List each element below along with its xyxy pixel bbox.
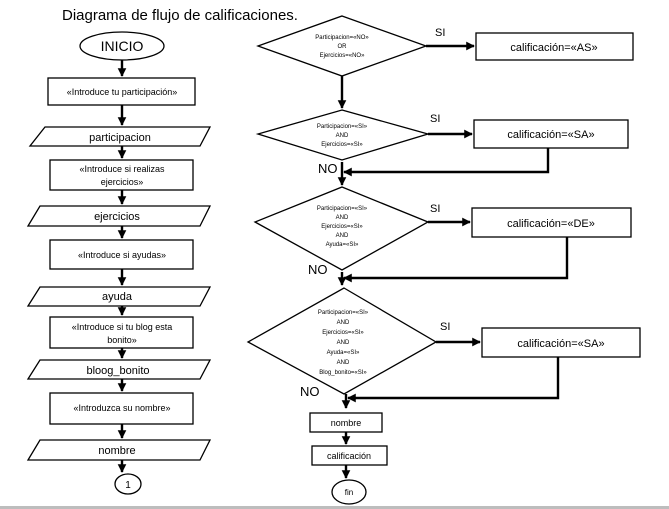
decision-3-no-label: NO — [308, 262, 328, 277]
prompt-participacion-label: «Introduce tu participación» — [67, 87, 178, 97]
decision-3-line-5: Ayuda=«SI» — [326, 242, 359, 248]
decision-4-line-5: Ayuda=«SI» — [327, 350, 360, 356]
left-column: INICIO «Introduce tu participación» part… — [26, 31, 212, 495]
result-3: calificación=«DE» — [471, 207, 632, 238]
decision-3-line-2: AND — [336, 215, 349, 221]
decision-1-yes-label: SI — [435, 27, 445, 39]
input-ejercicios: ejercicios — [26, 205, 212, 227]
connector-1-label: 1 — [125, 480, 131, 491]
start-label: INICIO — [101, 38, 144, 54]
prompt-ayudas-label: «Introduce si ayudas» — [78, 250, 166, 260]
decision-2-yes-label: SI — [430, 113, 440, 125]
decision-2: Participacion=«SI» AND Ejercicios=«SI» — [255, 109, 431, 161]
decision-4-no-label: NO — [300, 384, 320, 399]
prompt-ejercicios: «Introduce si realizas ejercicios» — [49, 159, 194, 191]
prompt-ejercicios-line-1: «Introduce si realizas — [79, 164, 165, 174]
prompt-blog-line-1: «Introduce si tu blog esta — [72, 322, 173, 332]
input-ejercicios-label: ejercicios — [94, 211, 140, 223]
prompt-nombre: «Introduzca su nombre» — [49, 392, 194, 425]
input-nombre: nombre — [26, 439, 212, 461]
prompt-blog-line-2: bonito» — [107, 335, 137, 345]
input-nombre-label: nombre — [98, 445, 135, 457]
edge-result4-return — [347, 357, 560, 403]
prompt-nombre-label: «Introduzca su nombre» — [73, 403, 170, 413]
result-1-label: calificación=«AS» — [510, 42, 597, 54]
decision-1: Participacion=«NO» OR Ejercicios=«NO» — [256, 15, 428, 77]
output-calificacion-label: calificación — [327, 451, 371, 461]
decision-3-yes-label: SI — [430, 203, 440, 215]
result-3-label: calificación=«DE» — [507, 218, 595, 230]
decision-4-yes-label: SI — [440, 321, 450, 333]
output-calificacion: calificación — [311, 445, 388, 466]
decision-1-line-2: OR — [338, 44, 348, 50]
prompt-ejercicios-line-2: ejercicios» — [101, 177, 144, 187]
decision-3-line-3: Ejercicios=«SI» — [321, 224, 363, 230]
decision-3: Participacion=«SI» AND Ejercicios=«SI» A… — [253, 186, 430, 271]
result-4-label: calificación=«SA» — [517, 338, 604, 350]
decision-4-line-7: Blog_bonito=«SI» — [319, 370, 367, 376]
prompt-participacion: «Introduce tu participación» — [47, 77, 196, 106]
result-2: calificación=«SA» — [473, 119, 629, 149]
end-label: fin — [345, 488, 353, 497]
input-blog: bloog_bonito — [26, 359, 212, 380]
input-ayuda: ayuda — [26, 286, 212, 307]
decision-4-line-3: Ejercicios=«SI» — [322, 330, 364, 336]
decision-2-line-2: AND — [336, 133, 349, 139]
prompt-ayudas: «Introduce si ayudas» — [49, 239, 194, 270]
decision-4: Participacion=«SI» AND Ejercicios=«SI» A… — [246, 287, 438, 395]
decision-4-line-6: AND — [337, 360, 350, 366]
bottom-border — [0, 506, 669, 509]
input-ayuda-label: ayuda — [102, 291, 133, 303]
input-participacion: participacion — [28, 126, 212, 147]
output-nombre: nombre — [309, 412, 383, 433]
prompt-blog: «Introduce si tu blog esta bonito» — [49, 316, 194, 349]
diagram-title: Diagrama de flujo de calificaciones. — [62, 7, 298, 24]
right-column: Participacion=«NO» OR Ejercicios=«NO» SI… — [246, 15, 641, 505]
input-participacion-label: participacion — [89, 132, 151, 144]
result-1: calificación=«AS» — [475, 32, 634, 61]
edge-result3-return — [343, 237, 569, 283]
decision-2-line-1: Participacion=«SI» — [317, 124, 368, 130]
start-terminal: INICIO — [79, 31, 165, 61]
decision-3-line-4: AND — [336, 233, 349, 239]
decision-1-line-3: Ejercicios=«NO» — [320, 53, 366, 59]
decision-4-line-2: AND — [337, 320, 350, 326]
output-nombre-label: nombre — [331, 418, 362, 428]
decision-2-no-label: NO — [318, 161, 338, 176]
decision-1-line-1: Participacion=«NO» — [315, 35, 369, 41]
result-2-label: calificación=«SA» — [507, 129, 594, 141]
result-4: calificación=«SA» — [481, 327, 641, 358]
decision-3-line-1: Participacion=«SI» — [317, 206, 368, 212]
decision-4-line-1: Participacion=«SI» — [318, 310, 369, 316]
edge-result2-return — [343, 148, 550, 177]
decision-2-line-3: Ejercicios=«SI» — [321, 142, 363, 148]
end-terminal: fin — [331, 479, 367, 505]
input-blog-label: bloog_bonito — [86, 365, 149, 377]
decision-4-line-4: AND — [337, 340, 350, 346]
connector-1: 1 — [114, 473, 142, 495]
